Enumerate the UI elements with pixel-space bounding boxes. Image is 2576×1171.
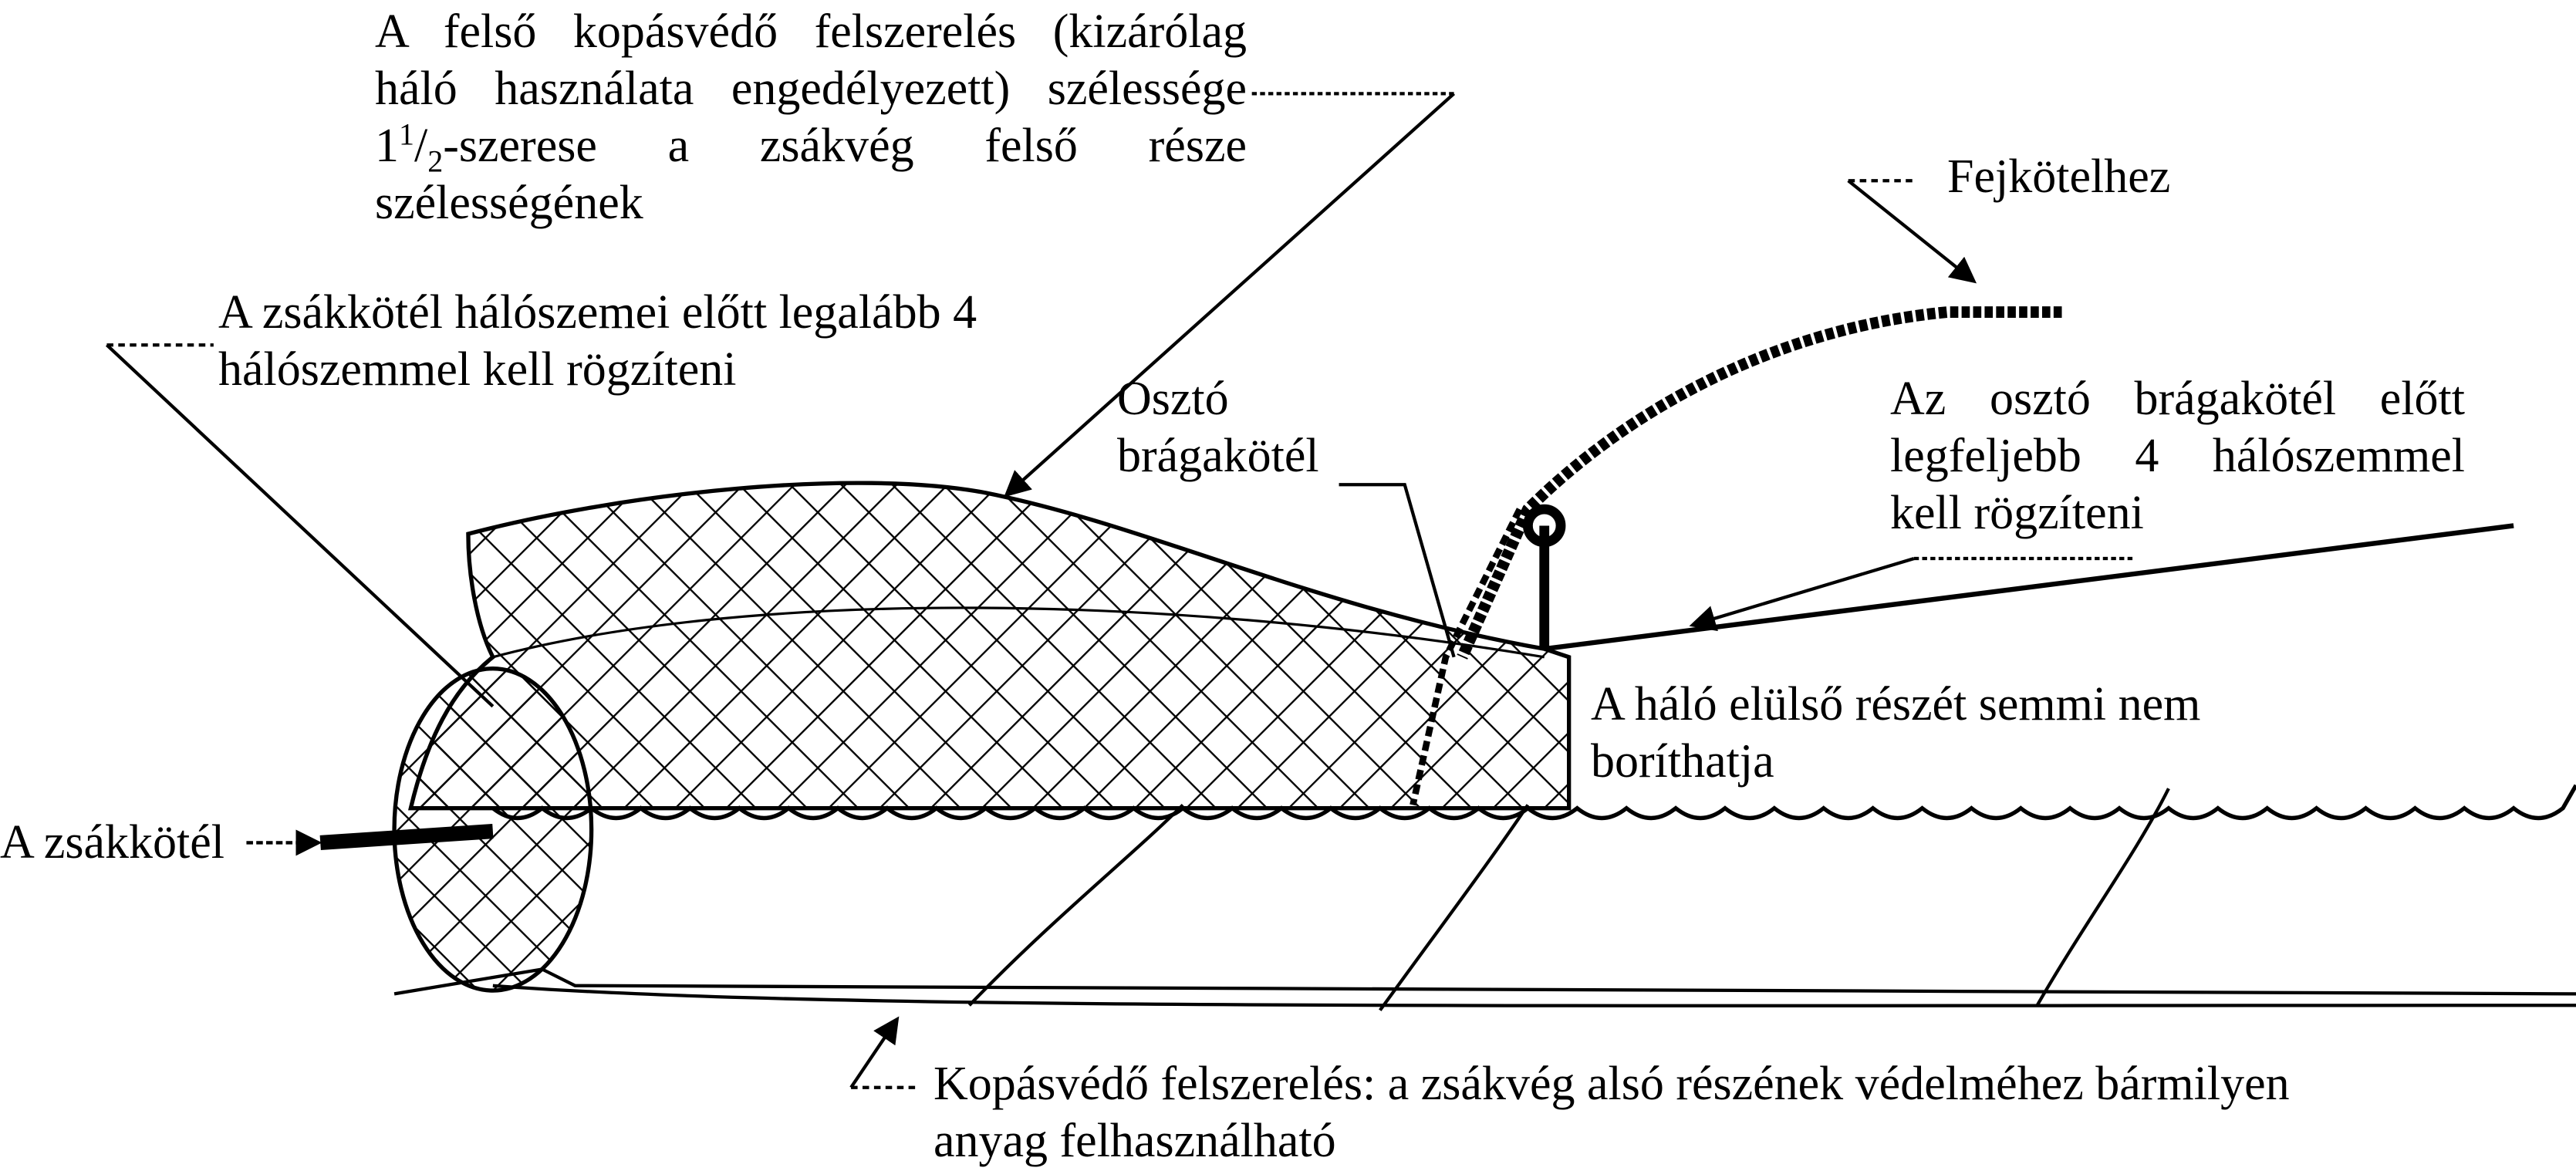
label-splitting-strap: Osztó brágakötél [1117, 370, 1319, 484]
front-uncovered-line-1: A háló elülső részét semmi nem [1591, 678, 2201, 731]
label-headline: Fejkötelhez [1947, 150, 2171, 203]
label-lower-protection: Kopásvédő felszerelés: a zsákvég alsó ré… [934, 1055, 2290, 1169]
front-uncovered-line-2: boríthatja [1591, 735, 1774, 788]
lower-protection-sheet [393, 967, 2576, 1007]
splitting-strap [1410, 508, 1523, 806]
upper-protection-line-4: szélességének [375, 177, 643, 229]
codline-meshes-line-1: A zsákkötél hálószemei előtt legalább 4 [218, 286, 977, 339]
codline-meshes-line-2: hálószemmel kell rögzíteni [218, 343, 737, 396]
before-strap-line-3: kell rögzíteni [1890, 487, 2144, 539]
label-before-strap: Az osztó brágakötél előtt legfeljebb 4 h… [1890, 370, 2465, 542]
codline-rope [319, 823, 494, 850]
upper-protection-line-3: 11/2-szerese a zsákvég felső része [375, 116, 1247, 179]
splitting-strap-line-1: Osztó [1117, 373, 1229, 425]
before-strap-line-2: legfeljebb 4 hálószemmel [1890, 430, 2465, 482]
upper-protection-line-1: A felső kopásvédő felszerelés (kizárólag [375, 5, 1247, 58]
label-upper-protection: A felső kopásvédő felszerelés (kizárólag… [375, 3, 1247, 231]
splitting-strap-line-2: brágakötél [1117, 430, 1319, 482]
codend-ball [392, 666, 594, 993]
lower-sheet-lines [967, 788, 2170, 1011]
fraction-den: 2 [427, 143, 444, 179]
headline-rope [1457, 306, 2062, 660]
fraction-whole: 1 [375, 120, 399, 172]
label-codline-meshes: A zsákkötél hálószemei előtt legalább 4 … [218, 284, 977, 398]
leader-lines [105, 92, 2136, 1089]
fraction-num: 1 [399, 116, 414, 152]
upper-protection-line-2: háló használata engedélyezett) szélesség… [375, 62, 1247, 115]
upper-protection-line-3-text: -szerese a zsákvég felső része [443, 120, 1247, 172]
groundrope [491, 784, 2576, 820]
front-net-line [1544, 523, 2514, 652]
label-codline: A zsákkötél [0, 816, 225, 869]
lower-protection-line-1: Kopásvédő felszerelés: a zsákvég alsó ré… [934, 1058, 2290, 1110]
label-front-uncovered: A háló elülső részét semmi nem boríthatj… [1591, 676, 2200, 790]
lower-protection-line-2: anyag felhasználható [934, 1115, 1336, 1167]
before-strap-line-1: Az osztó brágakötél előtt [1890, 373, 2465, 425]
